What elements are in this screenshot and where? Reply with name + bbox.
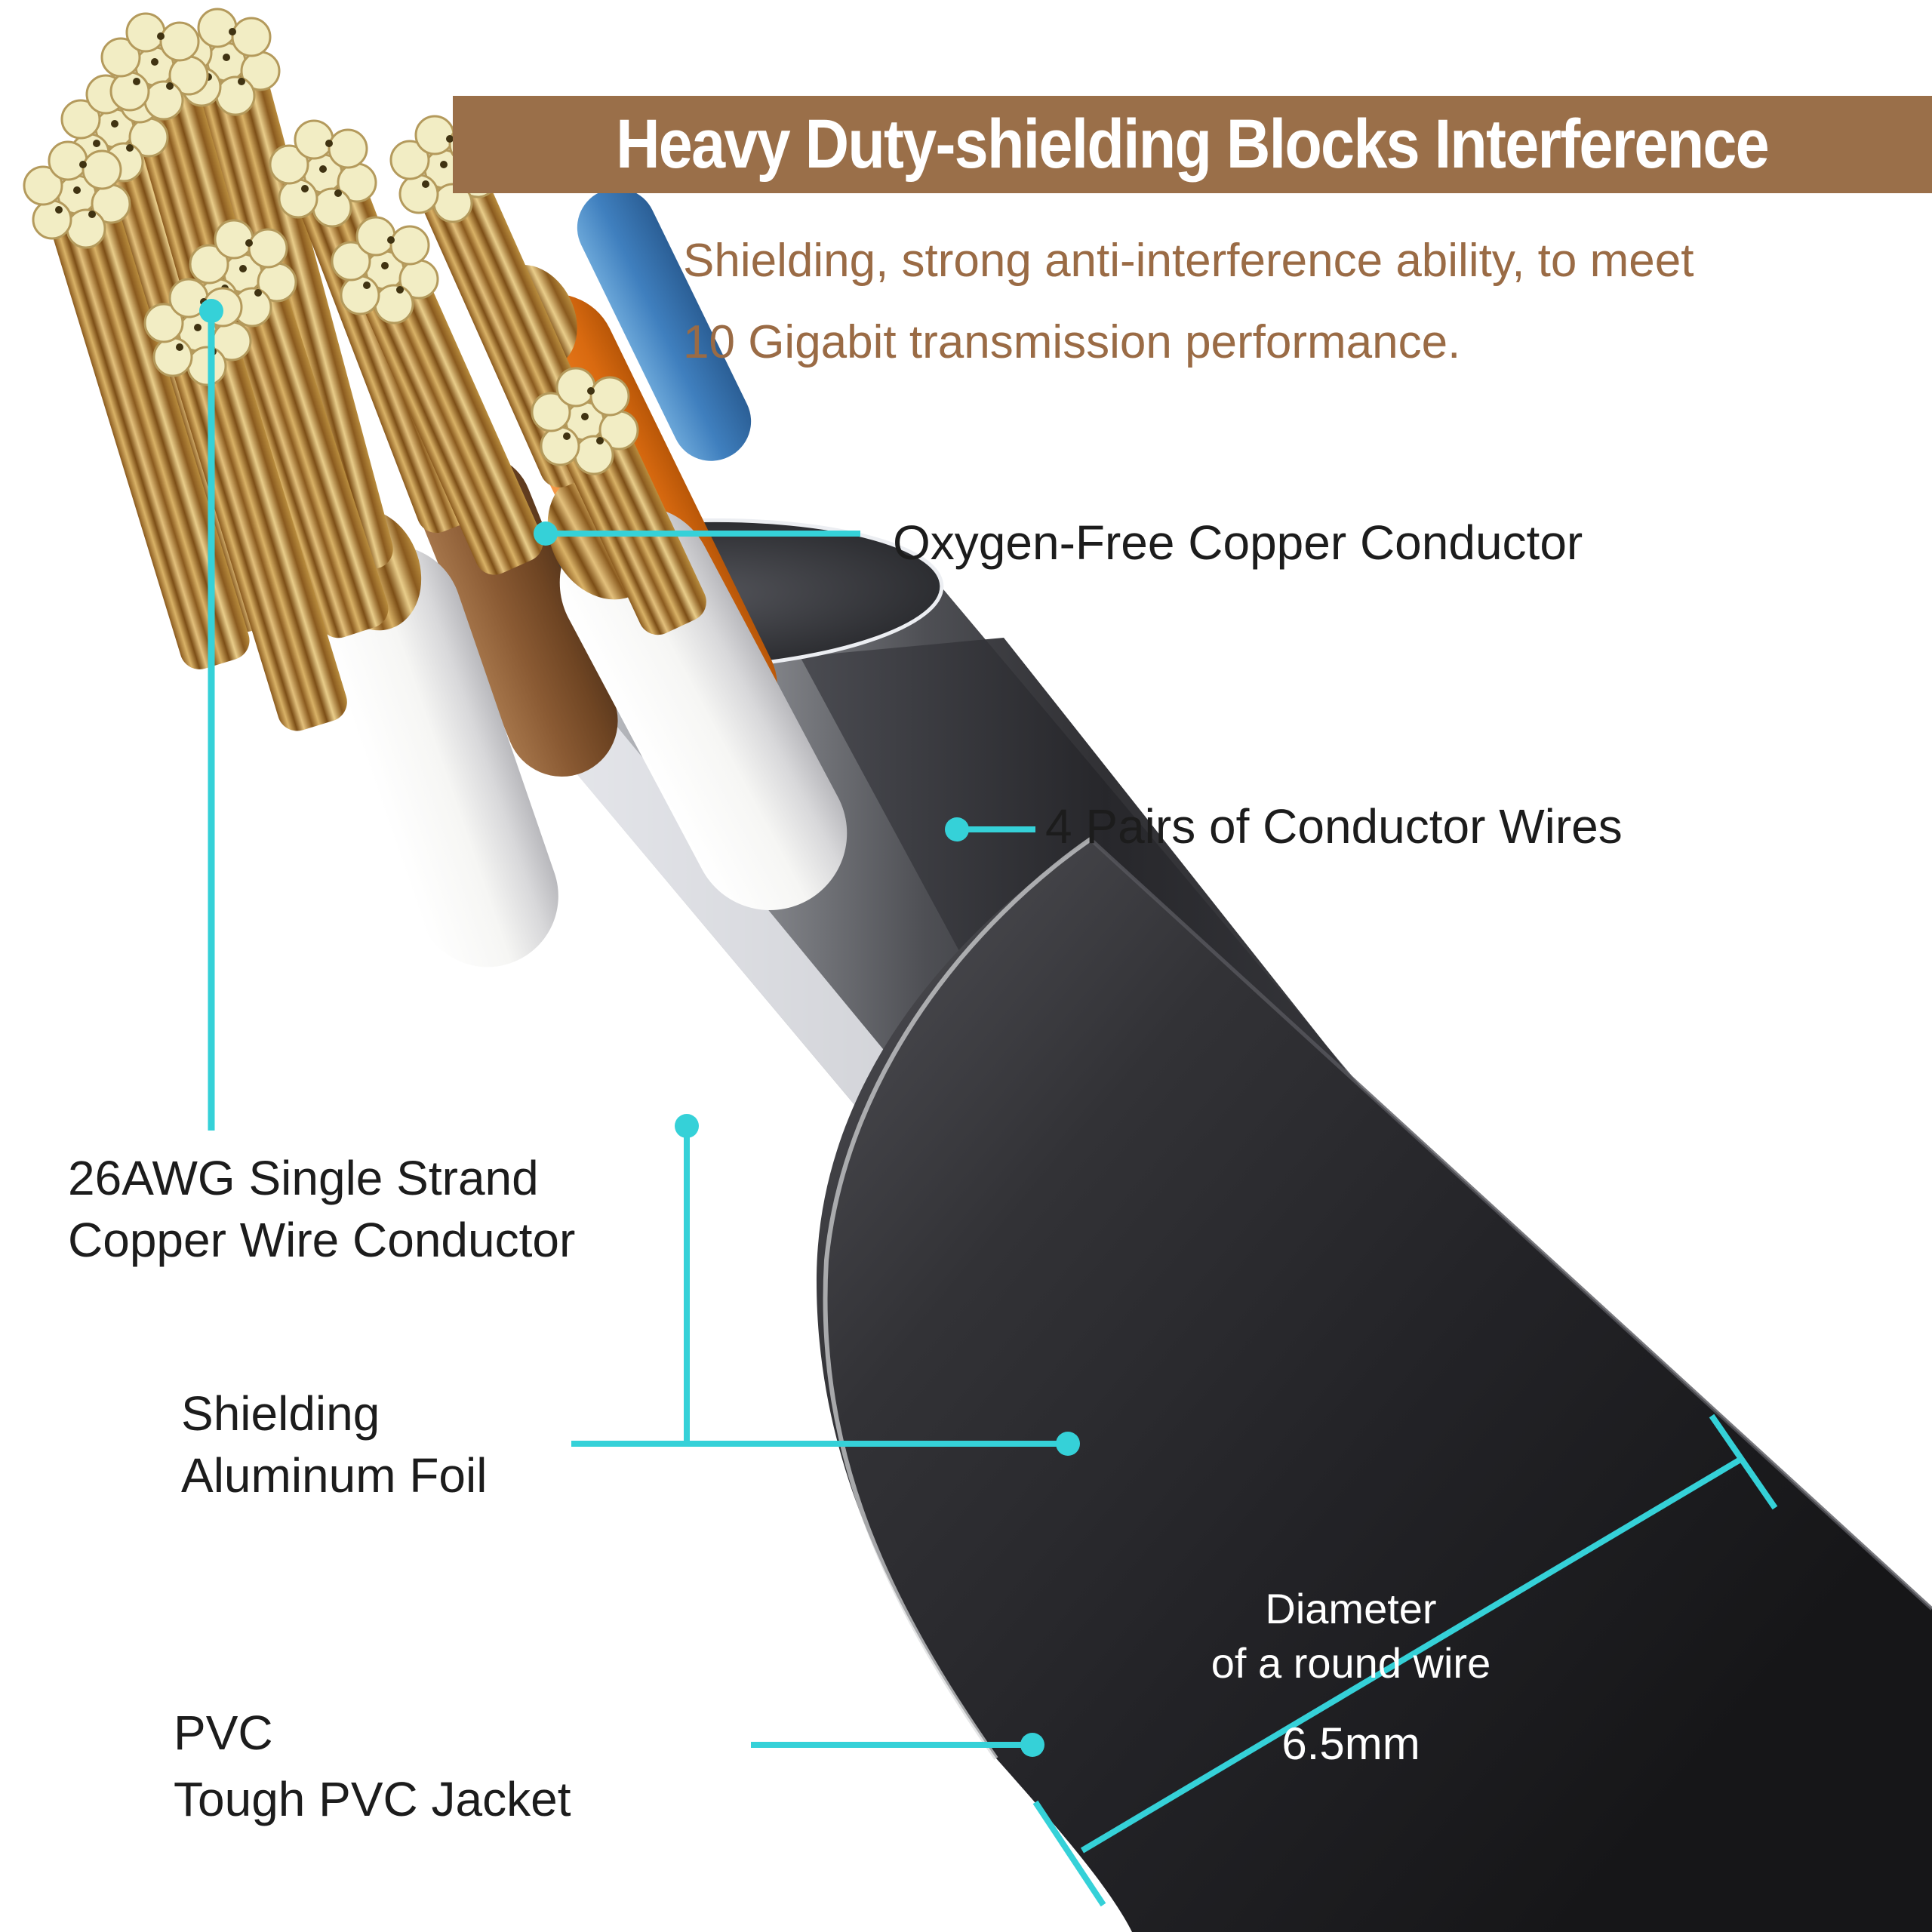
callout-dot-pairs [945, 817, 969, 841]
intro-line-2: 10 Gigabit transmission performance. [683, 316, 1461, 368]
label-pvc-line-1: PVC [174, 1706, 273, 1760]
callout-line-awg [199, 299, 223, 1131]
label-shielding: Shielding Aluminum Foil [181, 1383, 487, 1506]
label-diameter-value: 6.5mm [1281, 1718, 1420, 1769]
header-title: Heavy Duty-shielding Blocks Interference [616, 106, 1770, 183]
callout-dot-awg [199, 299, 223, 323]
callout-lines [199, 299, 1778, 1907]
label-26awg-line-2: Copper Wire Conductor [68, 1213, 576, 1267]
label-26awg-line-1: 26AWG Single Strand [68, 1151, 539, 1205]
callout-line-shielding [571, 1114, 1080, 1456]
intro-text: Shielding, strong anti-interference abil… [683, 220, 1694, 383]
label-shielding-line-2: Aluminum Foil [181, 1448, 488, 1503]
callout-dot-conductor [534, 521, 558, 546]
label-26awg: 26AWG Single Strand Copper Wire Conducto… [68, 1147, 575, 1271]
header-banner: Heavy Duty-shielding Blocks Interference [453, 96, 1932, 193]
label-4-pairs-conductor-wires: 4 Pairs of Conductor Wires [1045, 799, 1623, 854]
intro-line-1: Shielding, strong anti-interference abil… [683, 235, 1694, 287]
callout-dot-shielding-lower [1056, 1432, 1080, 1456]
callout-line-conductor [534, 521, 860, 546]
callout-line-pairs [945, 817, 1035, 841]
label-pvc-line-2: Tough PVC Jacket [174, 1772, 571, 1826]
label-shielding-line-1: Shielding [181, 1386, 380, 1441]
label-diameter-line-2: of a round wire [1211, 1639, 1491, 1687]
callout-dot-jacket [1020, 1733, 1044, 1757]
label-oxygen-free-copper-conductor: Oxygen-Free Copper Conductor [893, 515, 1583, 570]
callout-line-jacket [751, 1733, 1044, 1757]
label-pvc: PVC Tough PVC Jacket [174, 1700, 571, 1832]
pvc-jacket-graphic [816, 837, 1932, 1932]
label-diameter: Diameter of a round wire [1177, 1582, 1524, 1690]
diameter-dimension-lines [1032, 1414, 1778, 1907]
label-diameter-line-1: Diameter [1265, 1585, 1437, 1632]
